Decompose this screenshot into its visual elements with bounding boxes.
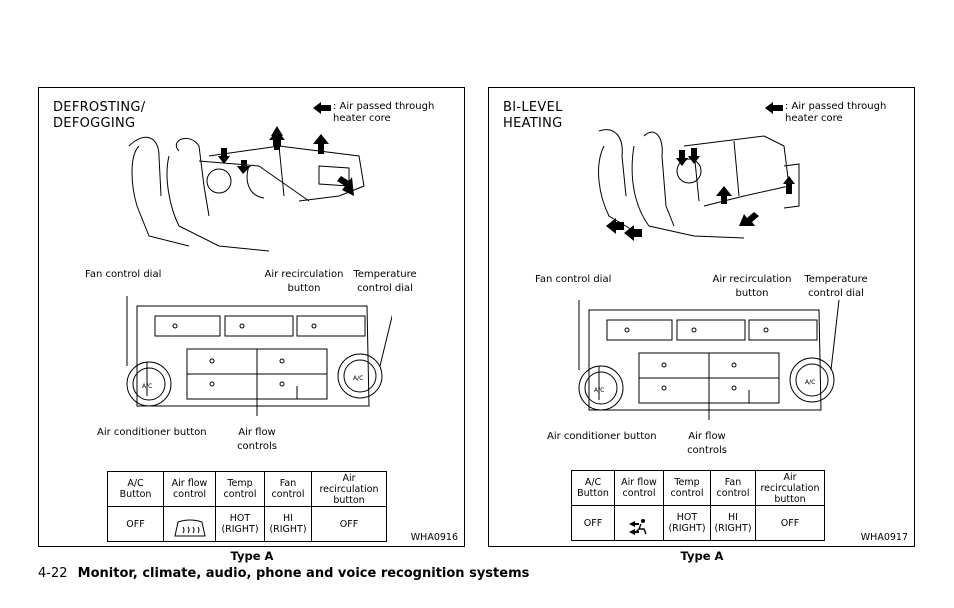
settings-table: A/C Button Air flow control Temp control… xyxy=(571,470,825,541)
value-ac-button: OFF xyxy=(571,505,615,541)
air-recirculation-button-label: Air recirculation button xyxy=(712,274,792,299)
value-temp-control: HOT (RIGHT) xyxy=(663,505,711,541)
header-air-flow-control: Air flow control xyxy=(614,470,664,506)
defrost-mode-icon xyxy=(173,519,206,537)
header-air-flow-control: Air flow control xyxy=(163,471,216,507)
vehicle-interior-illustration xyxy=(598,129,800,241)
legend-text: : Air passed through heater core xyxy=(785,101,887,124)
ac-dial-text: A/C xyxy=(594,387,604,394)
temperature-control-dial-label: Temperature control dial xyxy=(353,269,417,294)
value-air-recirculation: OFF xyxy=(311,506,387,542)
climate-control-panel: A/C A/C xyxy=(126,296,392,416)
header-air-recirculation: Air recirculation button xyxy=(311,471,387,507)
figure-heading: DEFROSTING/ DEFOGGING xyxy=(53,100,146,131)
value-air-recirculation: OFF xyxy=(755,505,825,541)
header-fan-control: Fan control xyxy=(710,470,756,506)
header-air-recirculation: Air recirculation button xyxy=(755,470,825,506)
settings-table: A/C Button Air flow control Temp control… xyxy=(107,471,387,542)
value-temp-control: HOT (RIGHT) xyxy=(215,506,265,542)
bi-level-mode-icon xyxy=(629,519,647,535)
figure-heading: BI-LEVEL HEATING xyxy=(503,100,563,131)
value-fan-control: HI (RIGHT) xyxy=(710,505,756,541)
fan-control-dial-label: Fan control dial xyxy=(85,269,162,280)
temp-dial-text: A/C xyxy=(353,375,363,382)
header-ac-button: A/C Button xyxy=(571,470,615,506)
temp-dial-text: A/C xyxy=(805,379,815,386)
header-temp-control: Temp control xyxy=(215,471,265,507)
figure-caption-right: Type A xyxy=(680,549,724,563)
header-fan-control: Fan control xyxy=(264,471,312,507)
figure-bi-level-heating: BI-LEVEL HEATING : Air passed through he… xyxy=(488,87,915,547)
figure-caption-left: Type A xyxy=(230,549,274,563)
value-air-flow-control xyxy=(614,505,664,541)
section-title: Monitor, climate, audio, phone and voice… xyxy=(77,566,530,581)
header-temp-control: Temp control xyxy=(663,470,711,506)
figure-code: WHA0916 xyxy=(410,532,458,543)
value-ac-button: OFF xyxy=(107,506,164,542)
legend: : Air passed through heater core xyxy=(313,101,434,125)
air-flow-controls-label: Air flow controls xyxy=(687,431,727,456)
heater-arrow-icon xyxy=(765,102,783,114)
air-conditioner-button-label: Air conditioner button xyxy=(97,427,207,438)
air-recirculation-button-label: Air recirculation button xyxy=(264,269,344,294)
figure-defrosting: DEFROSTING/ DEFOGGING : Air passed throu… xyxy=(38,87,465,547)
air-flow-controls-label: Air flow controls xyxy=(237,427,277,452)
page-footer: 4-22 Monitor, climate, audio, phone and … xyxy=(38,566,529,581)
fan-control-dial-label: Fan control dial xyxy=(535,274,612,285)
legend: : Air passed through heater core xyxy=(765,101,886,125)
value-fan-control: HI (RIGHT) xyxy=(264,506,312,542)
ac-dial-text: A/C xyxy=(142,383,152,390)
climate-control-panel: A/C A/C xyxy=(578,300,840,420)
air-conditioner-button-label: Air conditioner button xyxy=(547,431,657,442)
header-ac-button: A/C Button xyxy=(107,471,164,507)
vehicle-interior-illustration xyxy=(128,126,365,252)
page-number: 4-22 xyxy=(38,566,68,581)
temperature-control-dial-label: Temperature control dial xyxy=(804,274,868,299)
heater-arrow-icon xyxy=(313,102,331,114)
value-air-flow-control xyxy=(163,506,216,542)
figure-code: WHA0917 xyxy=(860,532,908,543)
legend-text: : Air passed through heater core xyxy=(333,101,435,124)
